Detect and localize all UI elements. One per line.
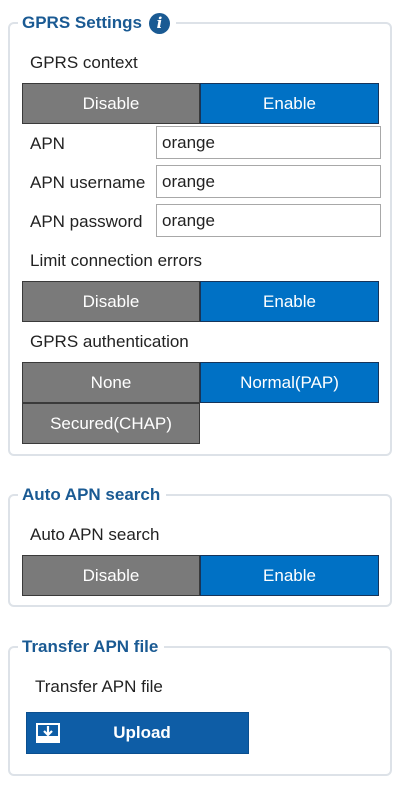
gprs-authentication-toggle-row2: Secured(CHAP): [22, 403, 200, 444]
auto-apn-disable-button[interactable]: Disable: [22, 555, 200, 596]
gprs-context-toggle: Disable Enable: [22, 83, 379, 124]
gprs-context-label: GPRS context: [30, 53, 138, 72]
gprs-settings-legend: GPRS Settings i: [18, 11, 176, 35]
gprs-context-enable-button[interactable]: Enable: [200, 83, 379, 124]
auto-apn-search-panel: Auto APN search Auto APN search Disable …: [8, 483, 392, 607]
limit-connection-errors-toggle: Disable Enable: [22, 281, 379, 322]
transfer-apn-file-title: Transfer APN file: [22, 637, 159, 656]
auto-apn-search-title: Auto APN search: [22, 485, 161, 504]
limit-connection-errors-label: Limit connection errors: [30, 251, 202, 270]
gprs-settings-panel: GPRS Settings i GPRS context Disable Ena…: [8, 11, 392, 456]
auto-apn-enable-button[interactable]: Enable: [200, 555, 379, 596]
gprs-authentication-label: GPRS authentication: [30, 332, 189, 351]
gprs-authentication-toggle-row1: None Normal(PAP): [22, 362, 379, 403]
gprs-context-disable-button[interactable]: Disable: [22, 83, 200, 124]
auto-apn-search-label: Auto APN search: [30, 525, 160, 544]
info-icon[interactable]: i: [148, 12, 170, 34]
auth-none-button[interactable]: None: [22, 362, 200, 403]
apn-password-label: APN password: [30, 212, 143, 231]
upload-icon: [36, 722, 60, 744]
auth-normal-pap-button[interactable]: Normal(PAP): [200, 362, 379, 403]
apn-username-input[interactable]: orange: [156, 165, 381, 198]
apn-label: APN: [30, 134, 65, 153]
apn-password-input[interactable]: orange: [156, 204, 381, 237]
auth-secured-chap-button[interactable]: Secured(CHAP): [22, 403, 200, 444]
auto-apn-search-toggle: Disable Enable: [22, 555, 379, 596]
apn-input[interactable]: orange: [156, 126, 381, 159]
gprs-settings-title: GPRS Settings: [22, 13, 142, 32]
apn-username-label: APN username: [30, 173, 146, 192]
auto-apn-search-legend: Auto APN search: [18, 483, 167, 507]
upload-label: Upload: [113, 723, 171, 742]
limit-errors-disable-button[interactable]: Disable: [22, 281, 200, 322]
transfer-apn-file-label: Transfer APN file: [35, 677, 163, 696]
limit-errors-enable-button[interactable]: Enable: [200, 281, 379, 322]
upload-button[interactable]: Upload: [26, 712, 249, 754]
transfer-apn-file-panel: Transfer APN file Transfer APN file Uplo…: [8, 635, 392, 776]
transfer-apn-file-legend: Transfer APN file: [18, 635, 165, 659]
